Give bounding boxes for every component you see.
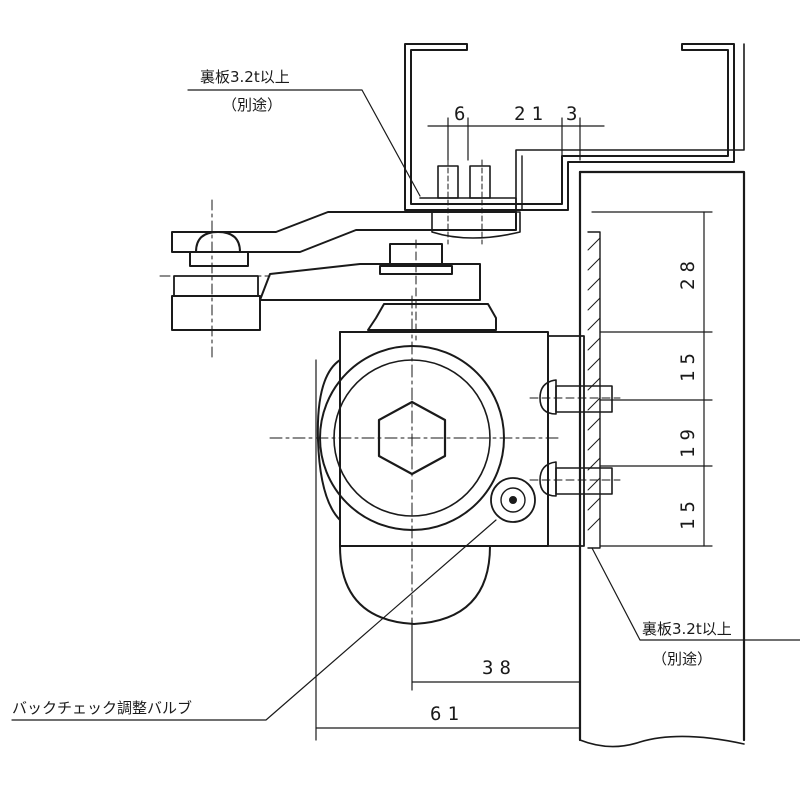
dim-19: 19 [677,423,699,458]
closer-body [269,295,585,681]
backplate-top-sub: （別途） [222,96,282,114]
mounting-screws [529,379,621,497]
dim-3: 3 [566,103,583,125]
dim-38: 38 [482,657,517,679]
dim-21: 21 [514,103,549,125]
leader-lines [11,89,800,721]
dim-61: 61 [430,703,465,725]
dim-15-upper: 15 [677,347,699,382]
dim-6: 6 [454,103,471,125]
backplate-hatch [587,237,601,531]
backplate-top-label: 裏板3.2t以上 [200,68,290,86]
frame-channel [404,43,745,211]
door-leaf [578,170,746,748]
annotations: 裏板3.2t以上 （別途） 裏板3.2t以上 （別途） バックチェック調整バルブ… [12,68,732,725]
backplate-right-label: 裏板3.2t以上 [642,620,732,638]
dim-28: 28 [677,255,699,290]
bracket-bolts [419,159,521,245]
backplate-right-sub: （別途） [652,650,712,668]
valve-label: バックチェック調整バルブ [12,699,192,717]
dim-15-lower: 15 [677,495,699,530]
main-arm [159,199,517,361]
